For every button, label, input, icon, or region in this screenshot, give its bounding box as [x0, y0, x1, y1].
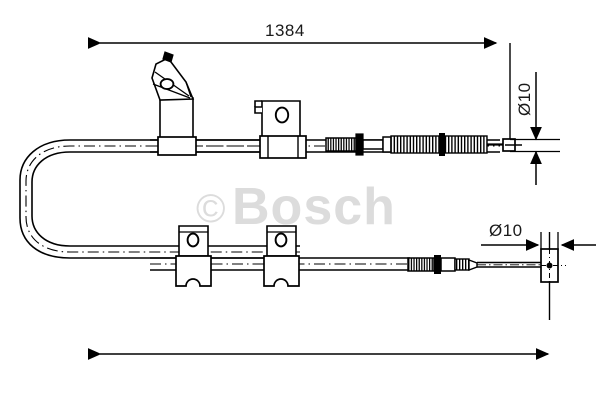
rect-bracket-notch [254, 106, 262, 114]
cable-centerline [25, 145, 300, 253]
upper-adjuster-group [325, 133, 392, 156]
bracket-tab [162, 51, 174, 63]
lower-fitting-shank [440, 257, 456, 272]
upper-cable-assembly [19, 51, 522, 259]
adjuster-shank [362, 139, 384, 150]
lower-bracket-two [263, 225, 300, 287]
bosch-watermark: © Bosch [196, 178, 396, 236]
angled-mounting-bracket [151, 51, 197, 156]
bracket-mounting-hole [159, 78, 175, 90]
lower-terminal-block [540, 232, 566, 320]
lower-bracket-two-hole [274, 232, 288, 248]
upper-end-fitting [487, 138, 522, 152]
coil-spring-left [390, 135, 440, 154]
dimension-upper-diameter: Ø10 [510, 72, 560, 185]
rect-bracket-collar [259, 135, 307, 159]
dimension-label-upper-diameter: Ø10 [515, 82, 534, 116]
dimension-label-overall: 1384 [265, 21, 305, 40]
lower-ferrule [407, 257, 435, 272]
terminal-block-pin [546, 262, 553, 269]
adjuster-flange [355, 133, 364, 156]
copyright-symbol: © [196, 187, 225, 231]
lower-bracket-one-saddle [175, 255, 212, 287]
adjuster-ferrule [325, 137, 357, 152]
bracket-fold-line-c [185, 81, 192, 98]
dimension-lower-diameter: Ø10 [481, 221, 596, 251]
coil-spring-divider [439, 133, 445, 156]
rect-bracket-notch-edge [254, 100, 262, 107]
bracket-body-lower [159, 97, 194, 139]
dimension-overall-length: 1384 [87, 21, 511, 150]
lower-threaded-section [454, 258, 470, 271]
brand-wordmark: Bosch [232, 178, 396, 236]
coil-spring-right [444, 135, 488, 154]
lower-ferrule-flange [434, 255, 441, 274]
lower-end-fitting-group [407, 255, 548, 274]
bracket-clamp-collar [157, 136, 197, 156]
adjuster-nut [382, 136, 392, 153]
lower-bracket-one-hole [186, 232, 200, 248]
lower-fitting-taper [468, 258, 478, 272]
coil-spring-section [390, 133, 488, 156]
lower-cable-assembly [150, 225, 566, 320]
lower-bracket-two-saddle [263, 255, 300, 287]
dimension-label-lower-diameter: Ø10 [489, 221, 523, 240]
cable-sheath-outer-top [19, 139, 300, 259]
rectangular-bracket-upper [254, 100, 307, 159]
rect-bracket-hole [274, 106, 290, 124]
lower-bracket-one [175, 225, 212, 287]
bracket-fold-line-b [152, 83, 191, 99]
cable-sheath-inner-top [31, 151, 300, 247]
